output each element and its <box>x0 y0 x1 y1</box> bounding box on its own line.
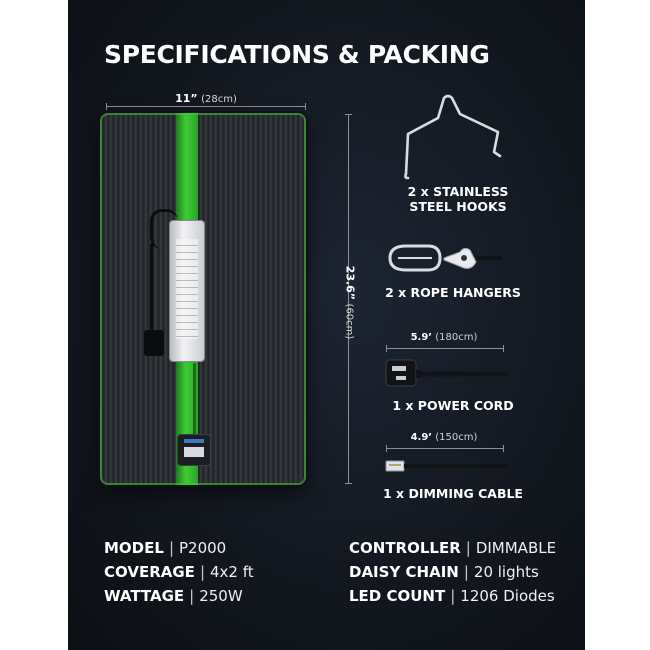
width-unit: (28cm) <box>201 94 237 105</box>
power-cord-dimension-line <box>386 345 504 352</box>
driver-cable-down <box>150 243 153 333</box>
plug-icon <box>144 330 164 356</box>
rope-hanger-icon <box>388 244 502 272</box>
driver-label <box>176 239 198 339</box>
spec-separator: | <box>199 563 205 581</box>
height-dimension-line <box>345 114 352 484</box>
rj-connector-icon <box>385 460 508 472</box>
spec-separator: | <box>450 587 456 605</box>
spec-wattage: WATTAGE|250W <box>104 584 254 608</box>
spec-value: 1206 Diodes <box>460 587 555 605</box>
spec-value: 20 lights <box>473 563 539 581</box>
width-dimension-label: 11” (28cm) <box>108 92 304 105</box>
spec-separator: | <box>189 587 195 605</box>
spec-separator: | <box>465 539 471 557</box>
hook-icon <box>404 94 502 180</box>
power-cord-dimension: 5.9’ (180cm) <box>404 332 484 343</box>
spec-value: DIMMABLE <box>475 539 557 557</box>
spec-controller: CONTROLLER|DIMMABLE <box>349 536 556 560</box>
spec-key: MODEL <box>104 539 164 557</box>
spec-key: DAISY CHAIN <box>349 563 459 581</box>
power-plug-icon <box>385 359 508 387</box>
led-driver <box>170 221 204 361</box>
height-dimension-label: 23.6” (60cm) <box>344 233 357 373</box>
specs-left: MODEL|P2000 COVERAGE|4x2 ft WATTAGE|250W <box>104 536 254 608</box>
power-cord-length: 5.9’ <box>410 332 433 343</box>
spec-separator: | <box>168 539 174 557</box>
width-value: 11” <box>175 92 198 105</box>
hooks-label-line1: 2 x STAINLESS <box>407 184 509 199</box>
driver-output-cable <box>193 363 196 435</box>
power-cord-label: 1 x POWER CORD <box>392 398 514 413</box>
width-dimension-line <box>106 103 306 110</box>
height-value: 23.6” <box>343 265 357 301</box>
spec-value: P2000 <box>179 539 227 557</box>
spec-key: COVERAGE <box>104 563 195 581</box>
spec-key: CONTROLLER <box>349 539 461 557</box>
spec-poster: SPECIFICATIONS & PACKING 11” (28cm) 23.6… <box>68 0 585 650</box>
dimming-cable-dimension: 4.9’ (150cm) <box>404 432 484 443</box>
lamp-rim <box>100 113 306 485</box>
driver-cable <box>150 209 178 249</box>
dimming-cable-label: 1 x DIMMING CABLE <box>383 486 523 501</box>
rope-hangers-label: 2 x ROPE HANGERS <box>385 285 521 300</box>
dimming-cable-dimension-line <box>386 445 504 452</box>
spec-separator: | <box>463 563 469 581</box>
daisy-chain-connector-icon <box>178 435 210 465</box>
hooks-label: 2 x STAINLESS STEEL HOOKS <box>378 184 538 214</box>
spec-key: WATTAGE <box>104 587 185 605</box>
spec-value: 4x2 ft <box>210 563 254 581</box>
power-cord-length-unit: (180cm) <box>435 332 478 343</box>
hooks-label-line2: STEEL HOOKS <box>409 199 507 214</box>
page-title: SPECIFICATIONS & PACKING <box>104 40 490 69</box>
spec-daisy-chain: DAISY CHAIN|20 lights <box>349 560 556 584</box>
spec-led-count: LED COUNT|1206 Diodes <box>349 584 556 608</box>
grow-light-image <box>100 113 306 485</box>
spec-coverage: COVERAGE| 4x2 ft <box>104 560 254 584</box>
spec-value: 250W <box>199 587 243 605</box>
dimming-cable-length: 4.9’ <box>410 432 433 443</box>
height-unit: (60cm) <box>343 303 355 340</box>
specs-right: CONTROLLER|DIMMABLE DAISY CHAIN|20 light… <box>349 536 556 608</box>
spec-model: MODEL| P2000 <box>104 536 254 560</box>
spec-key: LED COUNT <box>349 587 446 605</box>
dimming-cable-length-unit: (150cm) <box>435 432 478 443</box>
